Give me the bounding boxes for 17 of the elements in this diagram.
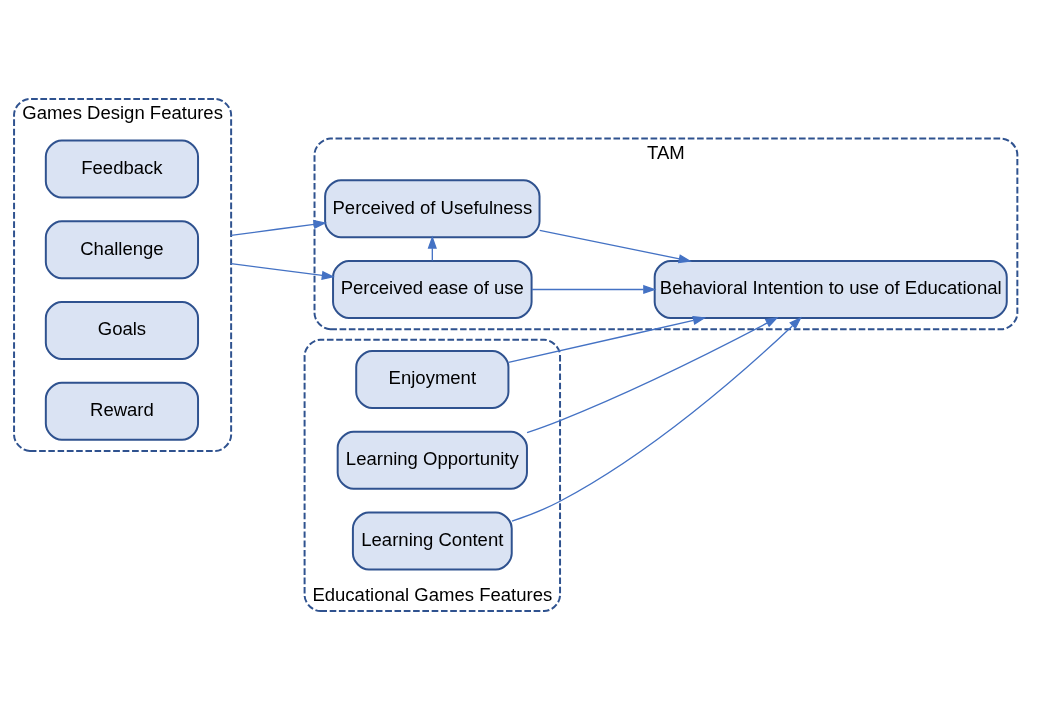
arrow — [230, 262, 335, 280]
node-box: Learning Content — [351, 511, 513, 570]
arrow — [230, 219, 327, 236]
arrow — [531, 284, 657, 294]
node-box: Feedback — [44, 139, 200, 198]
node-box: Perceived ease of use — [332, 259, 533, 319]
node-box: Perceived of Usefulness — [324, 178, 541, 238]
arrow — [507, 315, 707, 363]
node-box: Behavioral Intention to use of Educational — [653, 259, 1008, 319]
arrow — [511, 316, 802, 522]
arrow — [539, 229, 692, 263]
node-box: Goals — [44, 300, 200, 360]
node-box: Enjoyment — [355, 349, 510, 409]
node-box: Challenge — [44, 219, 200, 279]
arrow — [526, 316, 779, 433]
node-box: Learning Opportunity — [336, 430, 528, 490]
node-box: Reward — [44, 381, 200, 441]
